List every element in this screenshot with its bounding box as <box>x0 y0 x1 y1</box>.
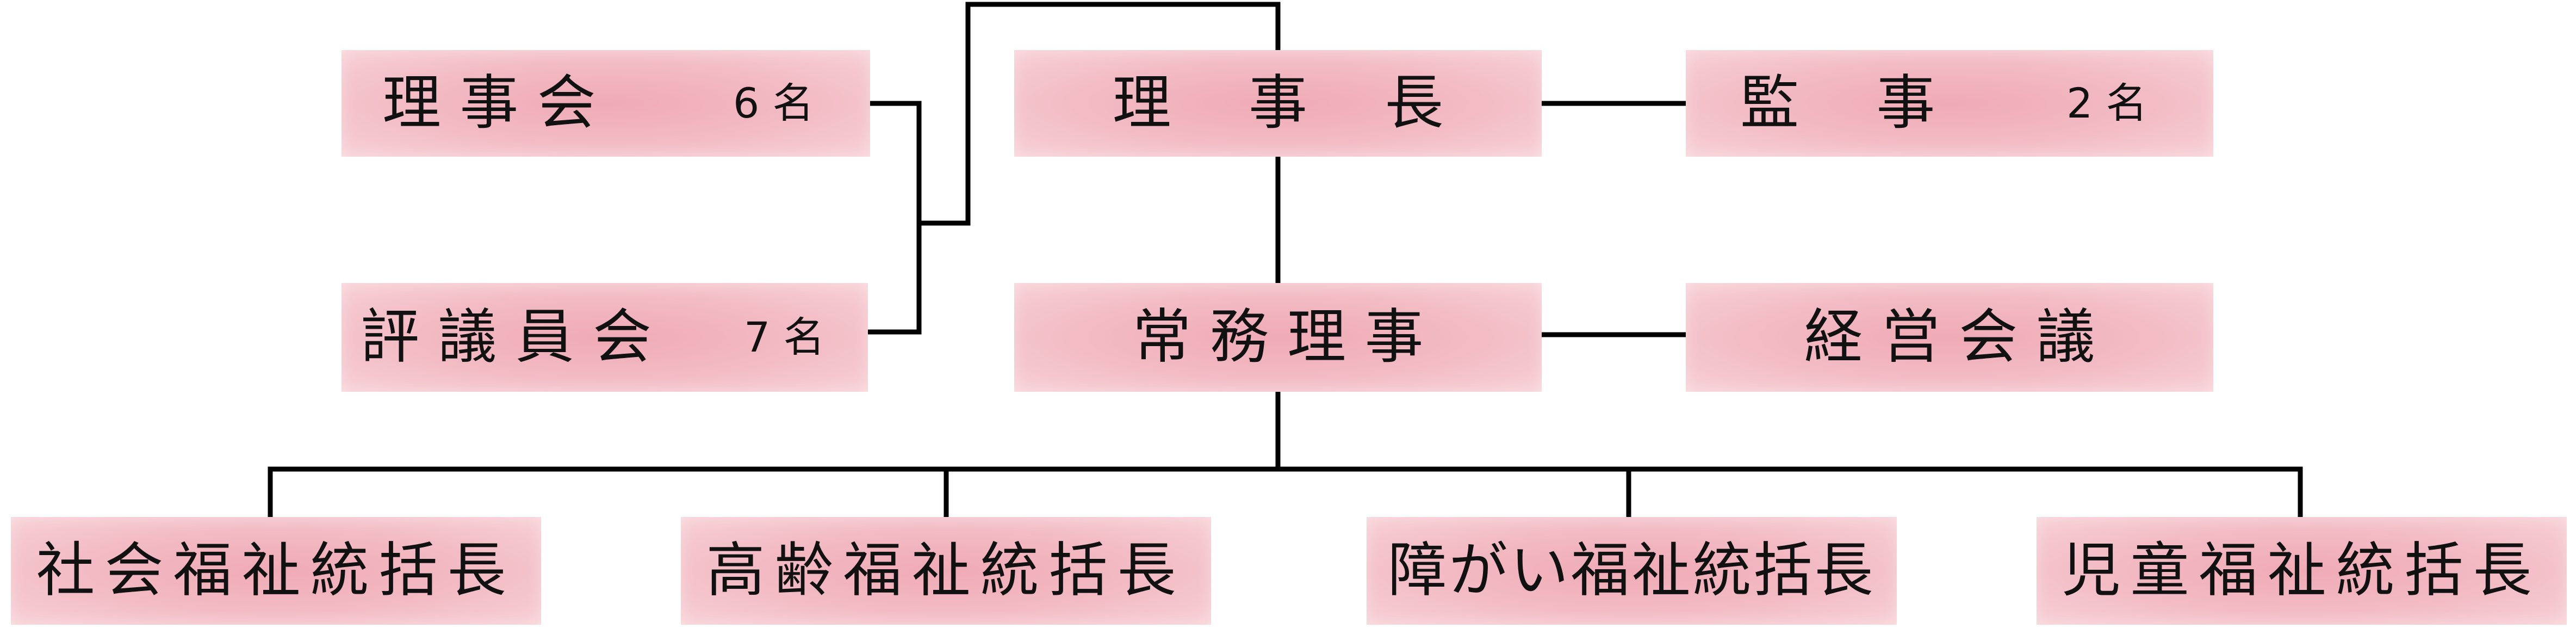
auditors-box: 監 事 2 名 <box>1686 50 2213 157</box>
executive-director-box: 常 務 理 事 <box>1014 283 1542 392</box>
board-box: 理 事 会 6 名 <box>342 50 870 157</box>
division-label-social: 社会福祉統括長 <box>36 537 516 605</box>
management-council-box: 経 営 会 議 <box>1686 283 2213 392</box>
division-box-disability: 障がい福祉統括長 <box>1367 517 1897 625</box>
board-label: 理 事 会 <box>382 69 596 137</box>
councilors-box: 評 議 員 会 7 名 <box>342 283 868 392</box>
board-count: 6 名 <box>733 79 814 127</box>
division-label-elderly: 高齢福祉統括長 <box>706 537 1186 605</box>
councilors-label: 評 議 員 会 <box>361 303 651 371</box>
executive-director-label: 常 務 理 事 <box>1132 303 1424 371</box>
chairman-box: 理 事 長 <box>1014 50 1542 157</box>
division-box-elderly: 高齢福祉統括長 <box>681 517 1211 625</box>
management-council-label: 経 営 会 議 <box>1804 303 2095 371</box>
board-bracket-line <box>867 101 922 335</box>
councilors-count: 7 名 <box>744 313 825 361</box>
auditors-count: 2 名 <box>2066 79 2147 127</box>
bracket-to-chairman-line <box>916 2 1281 226</box>
division-label-disability: 障がい福祉統括長 <box>1388 537 1876 605</box>
division-label-child: 児童福祉統括長 <box>2062 537 2542 605</box>
chairman-label: 理 事 長 <box>1112 69 1444 137</box>
division-box-social: 社会福祉統括長 <box>11 517 541 625</box>
division-box-child: 児童福祉統括長 <box>2037 517 2567 625</box>
auditors-label: 監 事 <box>1740 69 1935 137</box>
